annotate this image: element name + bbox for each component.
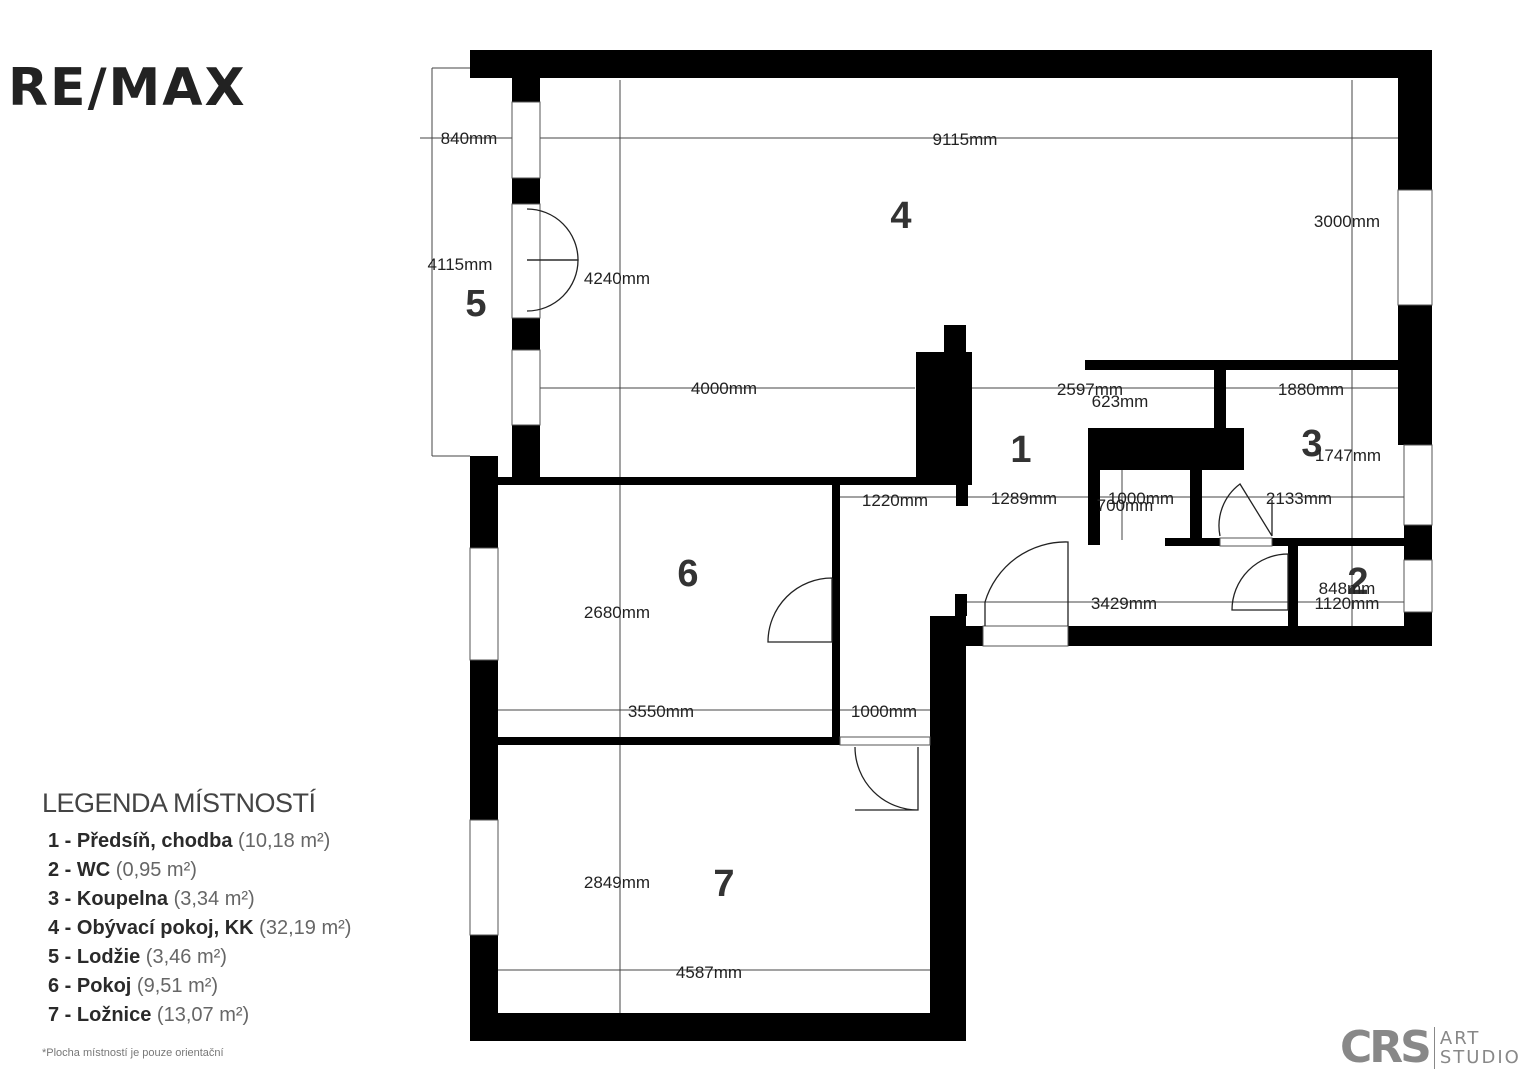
area-note: *Plocha místností je pouze orientační bbox=[42, 1047, 224, 1059]
walls bbox=[470, 50, 1432, 1041]
legend-item: 4 - Obývací pokoj, KK (32,19 m²) bbox=[48, 917, 352, 939]
dim-label: 1000mm bbox=[1108, 489, 1174, 508]
room-3-label: 3 bbox=[1301, 423, 1322, 465]
dim-label: 848mm bbox=[1319, 579, 1376, 598]
room-labels: 1 2 3 4 5 6 7 bbox=[465, 195, 1368, 905]
studio-divider bbox=[1433, 1026, 1435, 1069]
room-4-label: 4 bbox=[890, 195, 911, 237]
room-2-label: 2 bbox=[1347, 561, 1368, 603]
studio-logo: CRS ART STUDIO bbox=[1340, 1022, 1521, 1073]
legend-item: 2 - WC (0,95 m²) bbox=[48, 859, 197, 881]
studio-mark: CRS bbox=[1340, 1022, 1432, 1073]
dim-label: 1289mm bbox=[991, 489, 1057, 508]
dim-label: 3429mm bbox=[1091, 594, 1157, 613]
dim-label: 4587mm bbox=[676, 963, 742, 982]
dim-label: 700mm bbox=[1097, 496, 1154, 515]
dim-label: 4240mm bbox=[584, 269, 650, 288]
studio-text: ART STUDIO bbox=[1439, 1027, 1521, 1068]
dim-label: 3550mm bbox=[628, 702, 694, 721]
legend-item: 1 - Předsíň, chodba (10,18 m²) bbox=[48, 830, 331, 852]
legend-item: 7 - Ložnice (13,07 m²) bbox=[48, 1004, 250, 1026]
dim-label: 2849mm bbox=[584, 873, 650, 892]
dim-label: 2680mm bbox=[584, 603, 650, 622]
room-5-label: 5 bbox=[465, 283, 486, 325]
dim-label: 3000mm bbox=[1314, 212, 1380, 231]
dim-label: 9115mm bbox=[933, 130, 998, 149]
legend-item: 6 - Pokoj (9,51 m²) bbox=[48, 975, 219, 997]
dim-label: 2133mm bbox=[1266, 489, 1332, 508]
dim-label: 840mm bbox=[441, 129, 498, 148]
doors bbox=[526, 208, 1289, 811]
room-legend: LEGENDA MÍSTNOSTÍ 1 - Předsíň, chodba (1… bbox=[42, 788, 351, 1030]
dim-label: 4115mm bbox=[428, 255, 493, 274]
dim-label: 1747mm bbox=[1315, 446, 1381, 465]
legend-title: LEGENDA MÍSTNOSTÍ bbox=[42, 788, 316, 818]
dimension-labels: 840mm 9115mm 3000mm 4115mm 4240mm 4000mm… bbox=[428, 129, 1382, 982]
room-6-label: 6 bbox=[677, 553, 698, 595]
dim-label: 4000mm bbox=[691, 379, 757, 398]
room-7-label: 7 bbox=[713, 863, 734, 905]
dim-label: 1880mm bbox=[1278, 380, 1344, 399]
legend-item: 3 - Koupelna (3,34 m²) bbox=[48, 888, 255, 910]
dim-label: 623mm bbox=[1092, 392, 1149, 411]
dim-label: 1120mm bbox=[1315, 594, 1380, 613]
dim-label: 2597mm bbox=[1057, 380, 1123, 399]
guide-lines bbox=[420, 67, 1410, 1015]
windows bbox=[469, 101, 1433, 936]
legend-item: 5 - Lodžie (3,46 m²) bbox=[48, 946, 227, 968]
dim-label: 1220mm bbox=[862, 491, 928, 510]
dim-label: 1000mm bbox=[851, 702, 917, 721]
room-1-label: 1 bbox=[1010, 429, 1031, 471]
remax-logo: RE/MAX bbox=[8, 58, 247, 118]
